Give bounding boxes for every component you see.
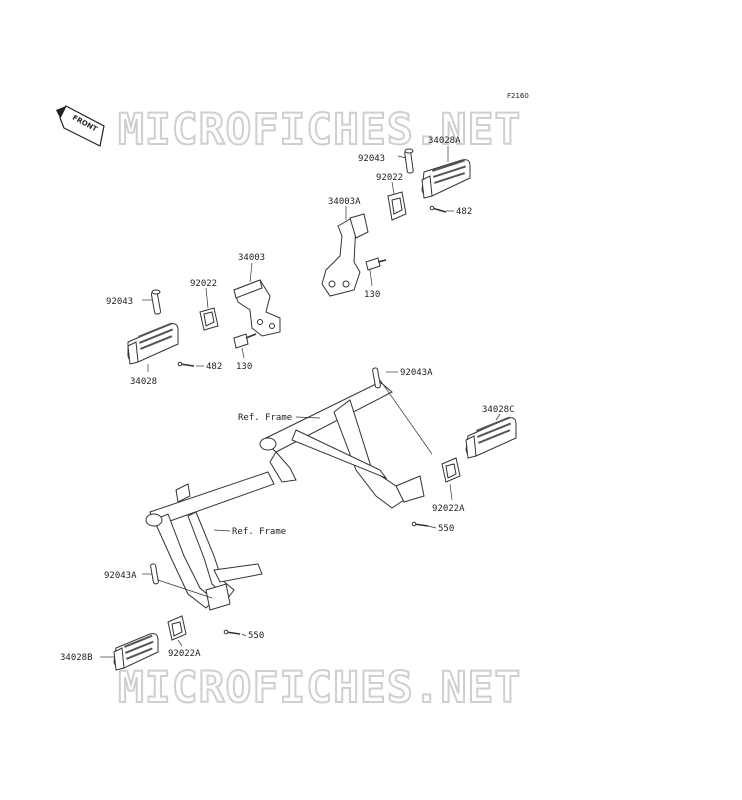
ref-frame-right: Ref. Frame [238,413,292,423]
callout-92022-top: 92022 [376,173,403,183]
pin-92043-top [404,148,414,174]
callout-34003: 34003 [238,253,265,263]
callout-34028: 34028 [130,377,157,387]
callout-482-left: 482 [206,362,222,372]
bracket-34003 [233,279,281,337]
pin-92043a-left [150,563,159,585]
callout-130-left: 130 [236,362,252,372]
cotter-pin-482-left [177,361,195,367]
leader-lines [100,146,501,658]
cotter-pin-550-right [411,521,429,527]
callout-34028a: 34028A [428,136,461,146]
footpeg-34028 [127,322,179,365]
callout-92022a-right: 92022A [432,504,465,514]
callout-92043a-mid: 92043A [400,368,433,378]
figure-code: F2160 [507,92,529,100]
cotter-pin-550-left [223,629,241,635]
callout-34028c: 34028C [482,405,515,415]
callout-92043-left: 92043 [106,297,133,307]
callout-92043a-left: 92043A [104,571,137,581]
footpeg-34028a [421,159,471,199]
front-arrow-icon: FRONT [56,105,105,147]
washer-92022-top [387,191,407,221]
ref-frame-left: Ref. Frame [232,527,286,537]
callout-92043-top: 92043 [358,154,385,164]
callout-34003a: 34003A [328,197,361,207]
callout-92022a-left: 92022A [168,649,201,659]
bolt-130-left [233,333,257,349]
cotter-pin-482-top [429,205,447,213]
watermark-bottom: MICROFICHES.NET [118,663,521,713]
callout-550-right: 550 [438,524,454,534]
bolt-130-top [365,257,387,271]
rear-frame-right [259,381,425,509]
footpeg-34028b [113,633,159,671]
bracket-34003a [321,213,369,297]
callout-92022-left: 92022 [190,279,217,289]
pin-92043-left [150,289,162,315]
footpeg-34028c [465,416,517,459]
washer-92022a-right [441,457,461,483]
watermark-top: MICROFICHES.NET [118,105,521,155]
callout-34028b: 34028B [60,653,93,663]
washer-92022-left [199,307,219,331]
washer-92022a-left [167,615,187,641]
callout-550-left: 550 [248,631,264,641]
callout-482-top: 482 [456,207,472,217]
rear-frame-left [145,471,275,611]
pin-92043a-mid [372,367,381,389]
callout-130-top: 130 [364,290,380,300]
